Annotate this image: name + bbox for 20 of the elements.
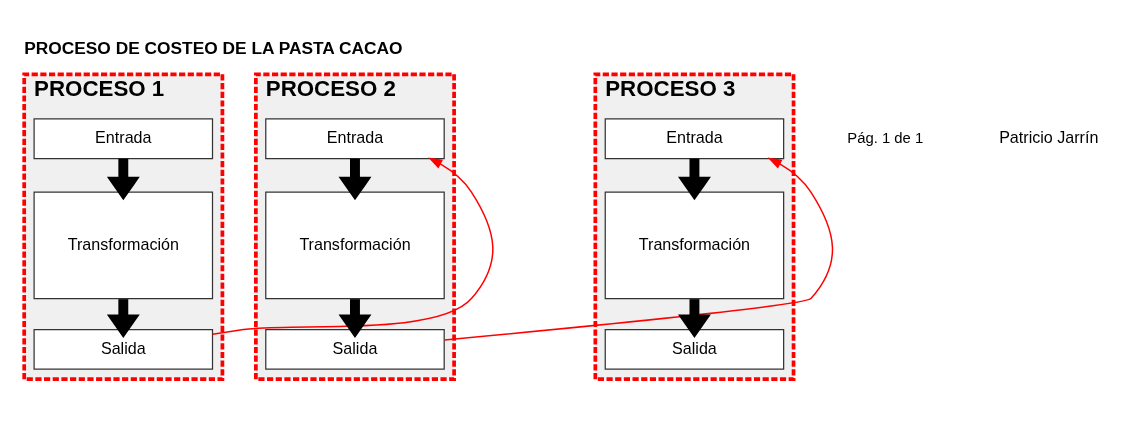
- arrow: [106, 299, 140, 338]
- node-box: Salida: [265, 328, 445, 370]
- arrow: [443, 157, 834, 341]
- arrow: [338, 158, 372, 201]
- node-box: Salida: [33, 328, 214, 370]
- node-box: Salida: [604, 328, 785, 370]
- arrow: [106, 158, 140, 201]
- label: Patricio Jarrín: [999, 128, 1099, 146]
- node-box: Transformación: [604, 191, 785, 300]
- label: Pág. 1 de 1: [847, 129, 924, 146]
- node-box: Transformación: [265, 191, 445, 300]
- node-box: Entrada: [604, 118, 785, 160]
- arrow: [211, 157, 494, 335]
- node-box: Entrada: [33, 118, 214, 160]
- diagram-title: PROCESO DE COSTEO DE LA PASTA CACAO: [24, 37, 403, 58]
- arrow: [338, 299, 372, 339]
- arrow: [678, 158, 711, 201]
- arrow: [678, 299, 711, 339]
- node-box: Entrada: [265, 118, 445, 160]
- node-box: Transformación: [33, 191, 214, 300]
